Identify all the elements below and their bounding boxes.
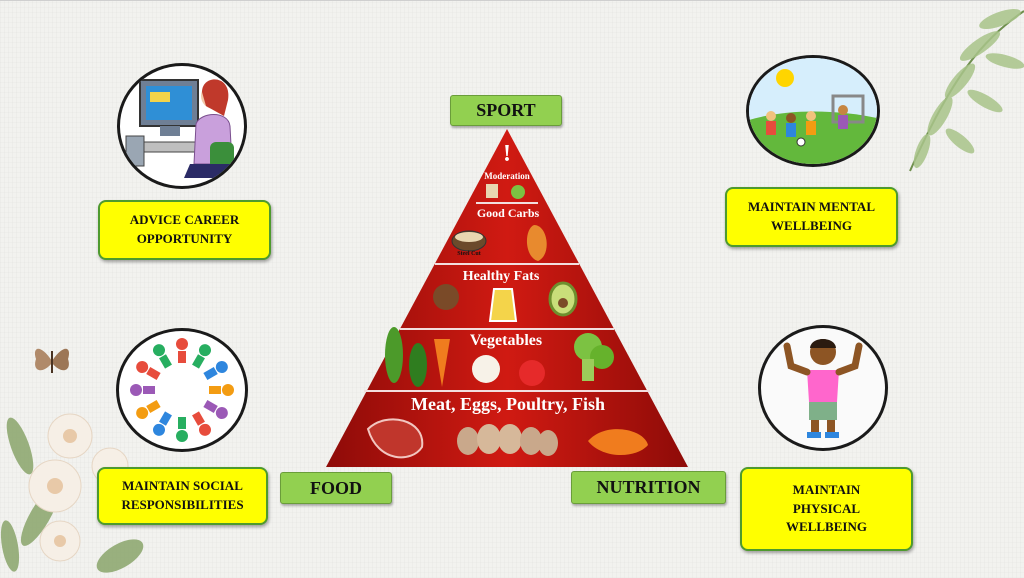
computer-user-circle: [117, 63, 247, 189]
tier-label-moderation-mark: !: [503, 141, 511, 167]
career-label: ADVICE CAREER OPPORTUNITY: [98, 200, 271, 260]
meat-food-icon: [366, 418, 648, 459]
leaf-branch-icon: [840, 1, 1024, 201]
physical-wellbeing-label: MAINTAIN PHYSICAL WELLBEING: [740, 467, 913, 551]
food-pyramid: ! Moderation Good Carbs Steel Cut Health…: [326, 129, 688, 469]
computer-user-icon: [125, 79, 234, 178]
carbs-food-icon: [451, 225, 547, 261]
kids-soccer-icon: [749, 58, 877, 164]
tier-label-moderation: Moderation: [484, 171, 530, 181]
people-circle-icon: [130, 338, 234, 442]
butterfly-icon: [30, 341, 74, 381]
fats-food-icon: [433, 281, 578, 322]
people-circle-circle: [116, 328, 248, 452]
flower-icon: [0, 366, 175, 578]
sport-label: SPORT: [450, 95, 562, 126]
nutrition-label: NUTRITION: [571, 471, 726, 504]
mental-wellbeing-label: MAINTAIN MENTAL WELLBEING: [725, 187, 898, 247]
food-label: FOOD: [280, 472, 392, 504]
strong-kid-circle: [758, 325, 888, 451]
kids-soccer-circle: [746, 55, 880, 167]
tier-label-meat: Meat, Eggs, Poultry, Fish: [411, 394, 605, 414]
moderation-food-icon: [486, 184, 525, 199]
bowl-text: Steel Cut: [457, 251, 481, 257]
tier-label-good-carbs: Good Carbs: [477, 206, 540, 220]
tier-label-healthy-fats: Healthy Fats: [463, 269, 540, 284]
tier-label-vegetables: Vegetables: [470, 332, 542, 349]
social-responsibilities-label: MAINTAIN SOCIAL RESPONSIBILITIES: [97, 467, 268, 525]
vegetables-food-icon: [385, 327, 614, 387]
strong-kid-icon: [783, 339, 863, 438]
